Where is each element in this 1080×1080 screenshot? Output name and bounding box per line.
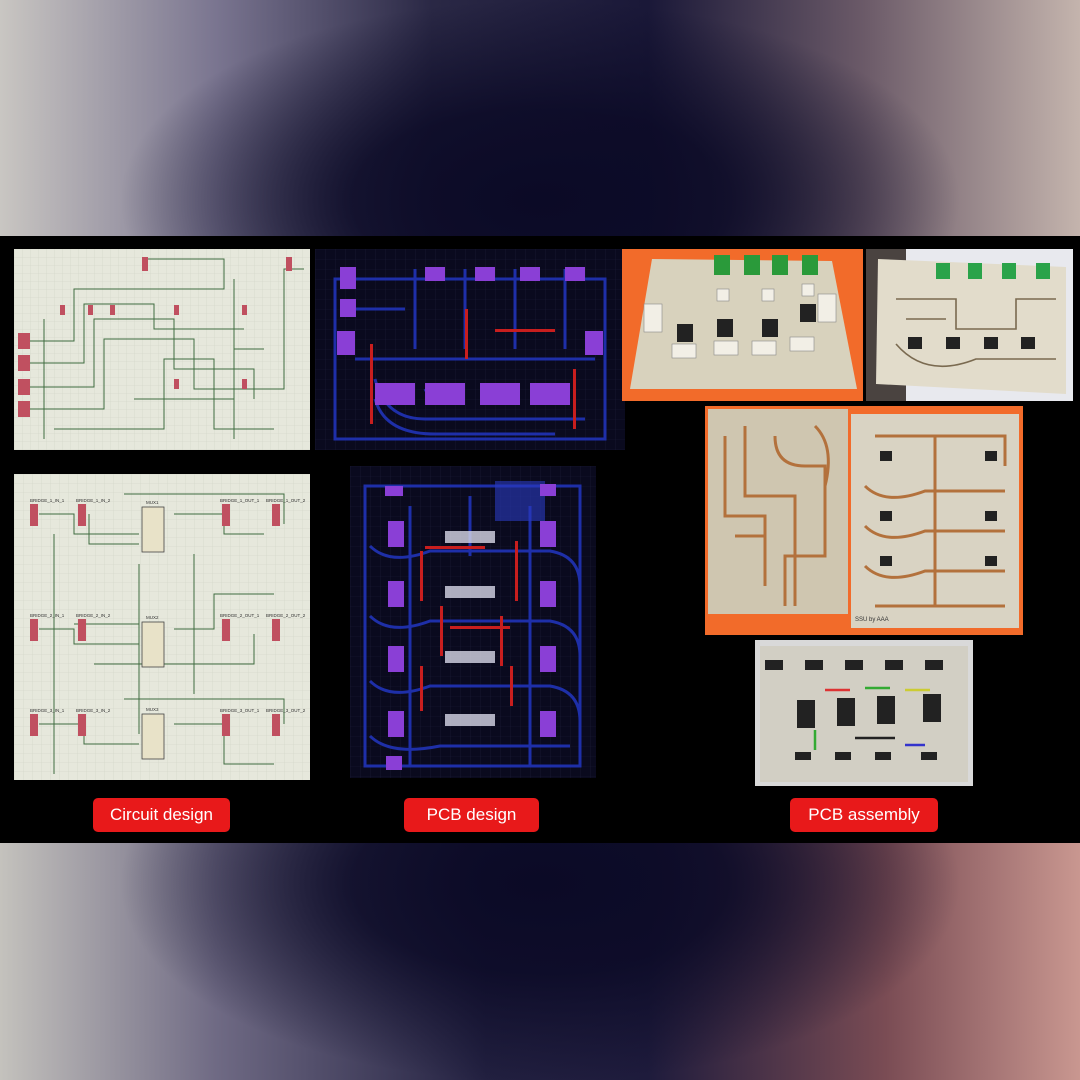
bridge-label: BRIDGE_2_IN_1: [30, 613, 65, 618]
pcb-top-image: [315, 249, 625, 450]
bridge-label: BRIDGE_1_OUT_1: [220, 498, 260, 503]
pcb-bottom-image: [350, 466, 596, 778]
bridge-label: BRIDGE_3_IN_1: [30, 708, 65, 713]
socketed-board-photo: [755, 640, 973, 786]
blurred-background-top: [0, 0, 1080, 236]
board-credit-text: SSU by AAA: [855, 617, 889, 623]
pcb-assembly-label: PCB assembly: [790, 798, 938, 832]
collage-stage: BRIDGE_1_IN_1 BRIDGE_1_IN_2 BRIDGE_1_OUT…: [0, 236, 1080, 843]
bridge-label: BRIDGE_3_OUT_1: [220, 708, 260, 713]
assembled-board-photo-2: [866, 249, 1073, 401]
bridge-label: BRIDGE_1_IN_1: [30, 498, 65, 503]
bridge-label: BRIDGE_1_IN_2: [76, 498, 111, 503]
schematic-bottom-image: BRIDGE_1_IN_1 BRIDGE_1_IN_2 BRIDGE_1_OUT…: [14, 474, 310, 780]
mux-label: MUX2: [146, 615, 159, 620]
pcb-design-label: PCB design: [404, 798, 539, 832]
bridge-label: BRIDGE_2_OUT_2: [266, 613, 306, 618]
bridge-label: BRIDGE_2_IN_2: [76, 613, 111, 618]
bridge-label: BRIDGE_1_OUT_2: [266, 498, 306, 503]
blurred-background-bottom: [0, 843, 1080, 1080]
mux-label: MUX1: [146, 500, 159, 505]
bridge-label: BRIDGE_3_OUT_2: [266, 708, 306, 713]
etched-pcb-photo: SSU by AAA: [705, 406, 1023, 635]
mux-label: MUX3: [146, 707, 159, 712]
bridge-label: BRIDGE_3_IN_2: [76, 708, 111, 713]
schematic-top-image: [14, 249, 310, 450]
assembled-board-photo-1: [622, 249, 863, 401]
circuit-design-label: Circuit design: [93, 798, 230, 832]
bridge-label: BRIDGE_2_OUT_1: [220, 613, 260, 618]
